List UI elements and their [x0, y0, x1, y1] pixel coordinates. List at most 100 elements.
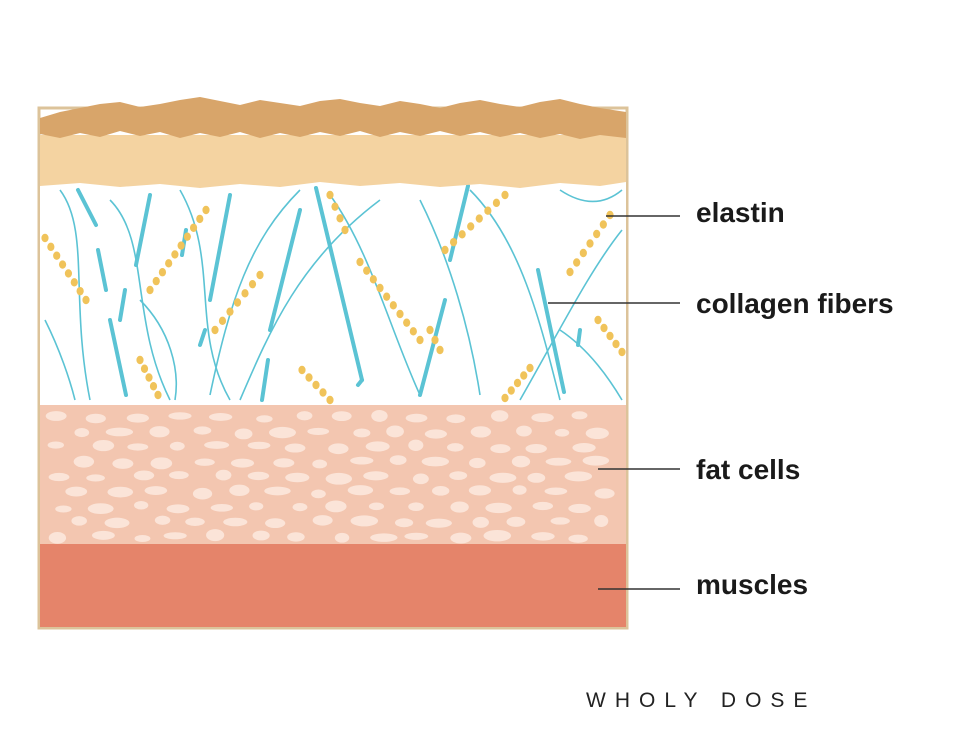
fat-cell [215, 469, 232, 481]
elastin-dot [449, 237, 458, 247]
elastin-dot [403, 318, 411, 327]
fat-cell [532, 501, 554, 511]
fat-cell [73, 455, 95, 468]
elastin-dot [326, 395, 334, 405]
elastin-dot [586, 239, 594, 248]
elastin-dot [520, 371, 528, 380]
elastin-dot [326, 190, 334, 200]
fat-cell [206, 529, 225, 542]
fat-cell [554, 428, 570, 437]
fat-cell [166, 504, 190, 514]
fat-cell [86, 474, 105, 482]
fat-cell [194, 458, 215, 466]
fat-cell [230, 458, 255, 468]
fat-cell [312, 459, 328, 469]
fat-cell [133, 470, 155, 481]
elastin-dot [140, 364, 149, 373]
fat-cell [404, 532, 429, 540]
elastin-dot [202, 205, 210, 215]
fat-cell [249, 502, 264, 511]
elastin-curve [559, 189, 623, 203]
fat-cell [285, 472, 310, 483]
fat-cell [168, 412, 192, 420]
elastin-dot [458, 230, 466, 239]
fat-cell [544, 487, 568, 495]
fat-cell [446, 414, 466, 424]
fat-cell [127, 443, 149, 451]
fat-cell [325, 500, 347, 513]
elastin-dot [165, 259, 173, 268]
elastin-dot [513, 378, 522, 388]
fat-cell [48, 472, 70, 482]
fat-cell [311, 489, 326, 499]
elastin-dot [526, 363, 534, 373]
elastin-dot [154, 390, 162, 400]
fat-cell [531, 532, 555, 541]
elastin-dot [396, 309, 404, 319]
elastin-curve [59, 189, 91, 401]
elastin-dot [383, 292, 391, 301]
fat-cell [408, 439, 424, 451]
fat-cell [104, 517, 130, 529]
fat-cell [247, 441, 271, 450]
fat-cells-group [45, 409, 615, 544]
fat-cell [48, 532, 67, 544]
fat-cell [389, 487, 411, 496]
fat-cell [582, 455, 610, 466]
fat-cell [87, 503, 114, 515]
elastin-dot [82, 295, 90, 305]
fat-cell [208, 413, 233, 421]
collagen-fibers-label: collagen fibers [696, 288, 894, 319]
elastin-dot [594, 315, 602, 325]
elastin-dot [599, 220, 607, 229]
elastin-dot [606, 210, 614, 220]
fat-cell [229, 484, 250, 497]
fat-cell [112, 458, 134, 469]
fat-cell [45, 411, 67, 421]
fat-cell [350, 515, 379, 527]
fat-cell [363, 471, 389, 481]
fat-cell [185, 517, 205, 527]
fibers-group [41, 184, 626, 405]
fat-cell [126, 413, 149, 423]
fat-cell [193, 426, 212, 435]
collagen-fiber [198, 328, 207, 347]
fat-cell [169, 471, 189, 480]
fat-cell [71, 516, 87, 526]
fat-cell [489, 472, 517, 483]
fat-cell [234, 428, 253, 440]
elastin-label: elastin [696, 197, 785, 228]
fat-cell [408, 502, 424, 511]
muscle-layer [40, 544, 626, 627]
elastin-curve [559, 329, 623, 401]
fat-cell [469, 457, 486, 469]
elastin-dot [376, 283, 384, 293]
elastin-dot [256, 270, 264, 280]
fat-cell [425, 518, 452, 528]
fat-cell [91, 530, 115, 540]
collagen-fiber [418, 298, 447, 397]
elastin-dot [218, 316, 227, 326]
fat-cell [568, 534, 588, 543]
elastin-curve [239, 199, 381, 401]
fat-cell [268, 426, 296, 439]
elastin-dot [612, 339, 620, 349]
elastin-dot [47, 242, 55, 252]
fat-cell [144, 486, 168, 496]
collagen-fiber [208, 193, 232, 302]
elastin-dot [431, 335, 439, 345]
elastin-dot [566, 267, 574, 277]
elastin-dot [356, 257, 364, 267]
fat-cell [368, 502, 385, 511]
elastin-dot [64, 269, 73, 278]
fat-cell [424, 429, 447, 439]
fat-cell [594, 488, 615, 499]
fat-cell [154, 515, 171, 525]
elastin-dot [298, 365, 306, 375]
fat-cell [284, 443, 306, 453]
collagen-fiber [576, 328, 582, 347]
fat-cell [307, 427, 330, 435]
fat-cell [92, 440, 115, 452]
elastin-dot [426, 325, 434, 335]
